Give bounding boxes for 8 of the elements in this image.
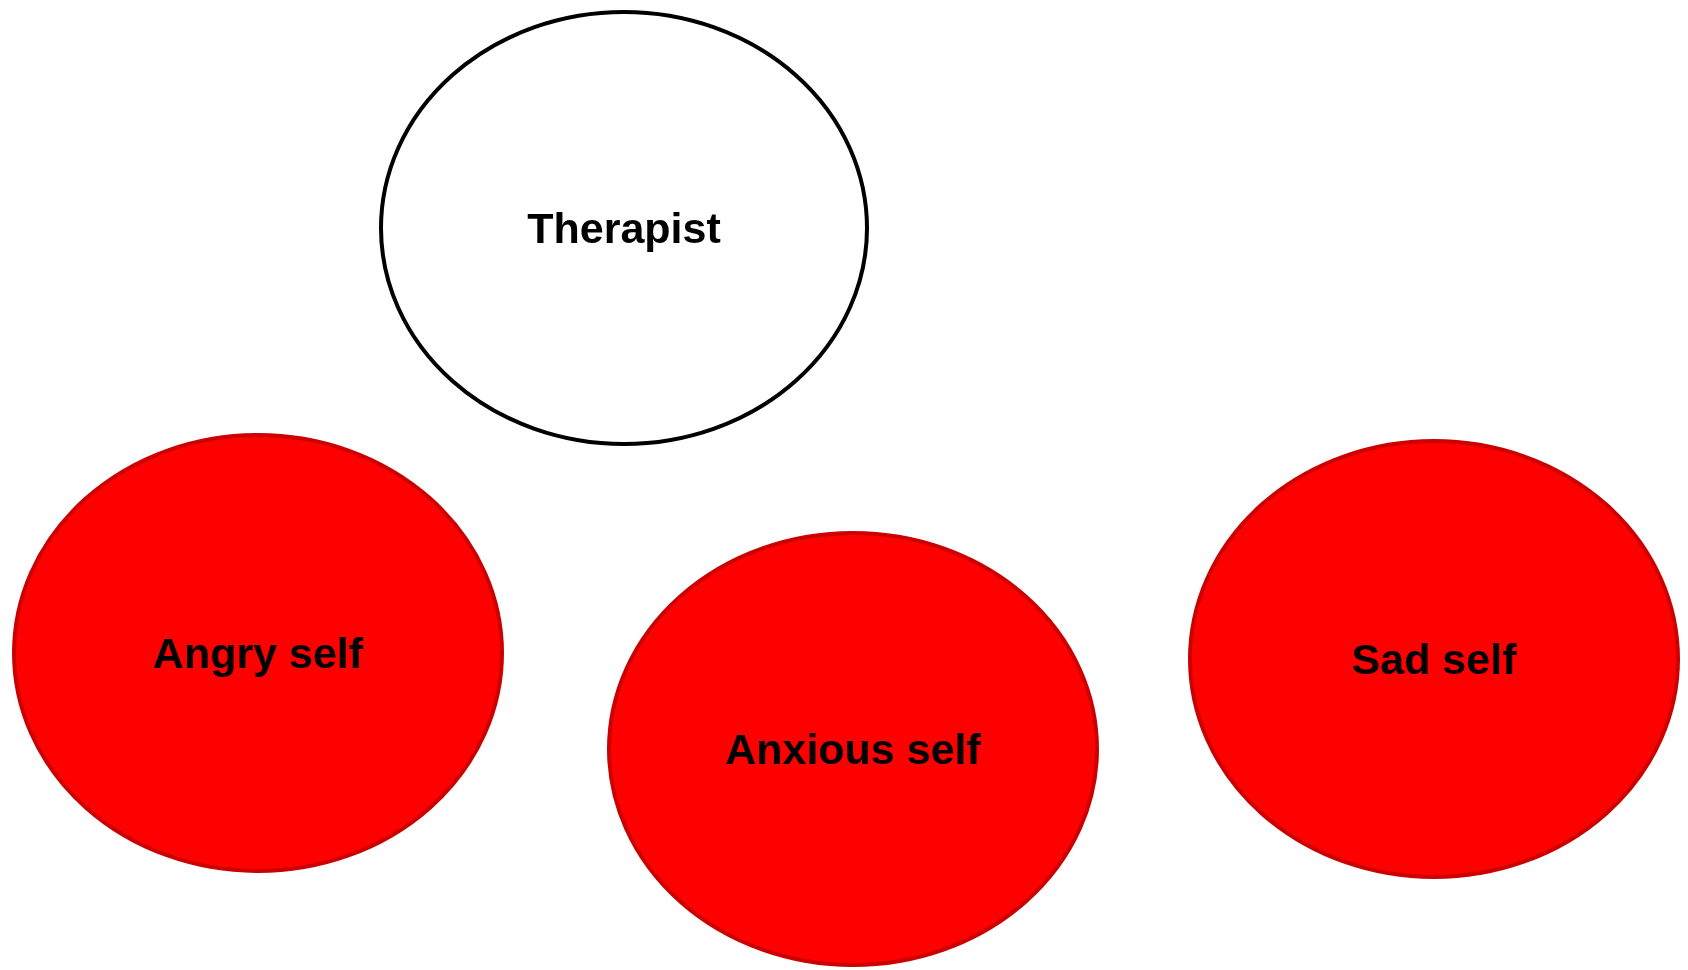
node-label: Angry self	[151, 628, 365, 678]
ellipse-node	[607, 531, 1099, 967]
node-label: Therapist	[526, 203, 722, 253]
node-label: Anxious self	[724, 724, 982, 774]
node-label: Sad self	[1350, 634, 1518, 684]
ellipse-node	[12, 433, 504, 873]
ellipse-node	[1188, 439, 1680, 879]
ellipse-node	[379, 10, 869, 446]
